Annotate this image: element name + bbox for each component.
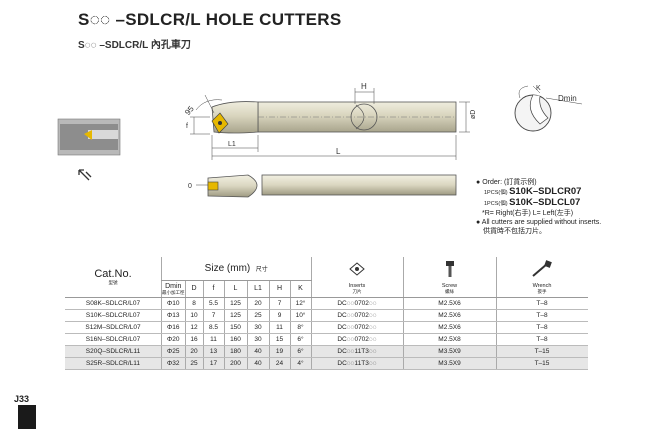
dmin-label: Dmin — [558, 94, 577, 103]
zero-label: 0 — [188, 183, 192, 190]
angle-label: 95 — [183, 104, 196, 117]
tool-top-view — [190, 88, 470, 160]
screw-icon — [445, 260, 454, 277]
d-label: øD — [470, 110, 477, 119]
f-label: f — [186, 123, 188, 130]
page-number: J33 — [14, 394, 30, 404]
k-label: K — [536, 85, 541, 92]
page-tab-marker — [18, 405, 36, 429]
rotation-arrow-icon — [78, 169, 92, 181]
insert-side — [207, 181, 219, 191]
l-label: L — [336, 147, 341, 156]
page-title: S◌◌ –SDLCR/L HOLE CUTTERS — [78, 10, 342, 29]
size-header: Size (mm) — [204, 262, 251, 274]
wrench-icon — [532, 259, 552, 277]
order-example: ● Order: (訂貨示例) 1PCS(個) S10K–SDLCR07 1PC… — [476, 179, 602, 235]
end-view — [514, 85, 583, 132]
tool-side-view — [196, 174, 457, 198]
insert-icon — [349, 261, 365, 276]
h-label: H — [361, 82, 367, 91]
cat-no-header: Cat.No. — [94, 268, 132, 281]
l1-label: L1 — [228, 141, 236, 148]
page-subtitle: S◌◌ –SDLCR/L 內孔車刀 — [78, 40, 191, 51]
technical-drawing: 95 f L1 L H øD 0 K Dmin — [57, 82, 583, 198]
machining-illustration — [57, 118, 121, 156]
